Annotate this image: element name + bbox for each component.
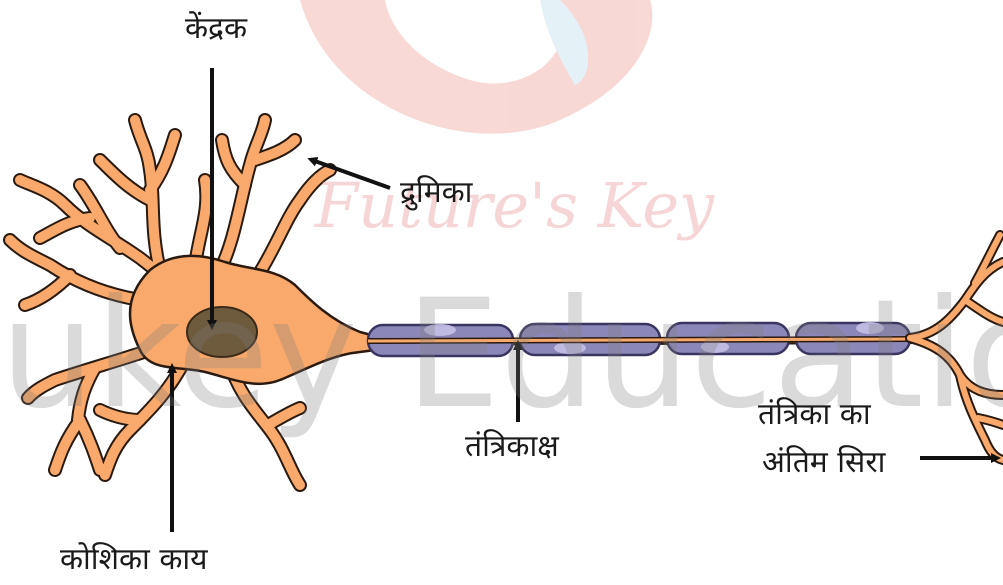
label-cell-body: कोशिका काय — [60, 545, 208, 575]
label-axon: तंत्रिकाक्ष — [465, 432, 559, 462]
watermark-logo — [300, 0, 652, 134]
watermark-script: Future's Key — [315, 175, 714, 237]
label-nerve-ending-line1: तंत्रिका का — [758, 400, 871, 430]
label-nerve-ending-line2: अंतिम सिरा — [762, 448, 885, 478]
label-nucleus: केंद्रक — [185, 14, 247, 44]
label-dendrite: द्रुमिका — [400, 178, 472, 208]
